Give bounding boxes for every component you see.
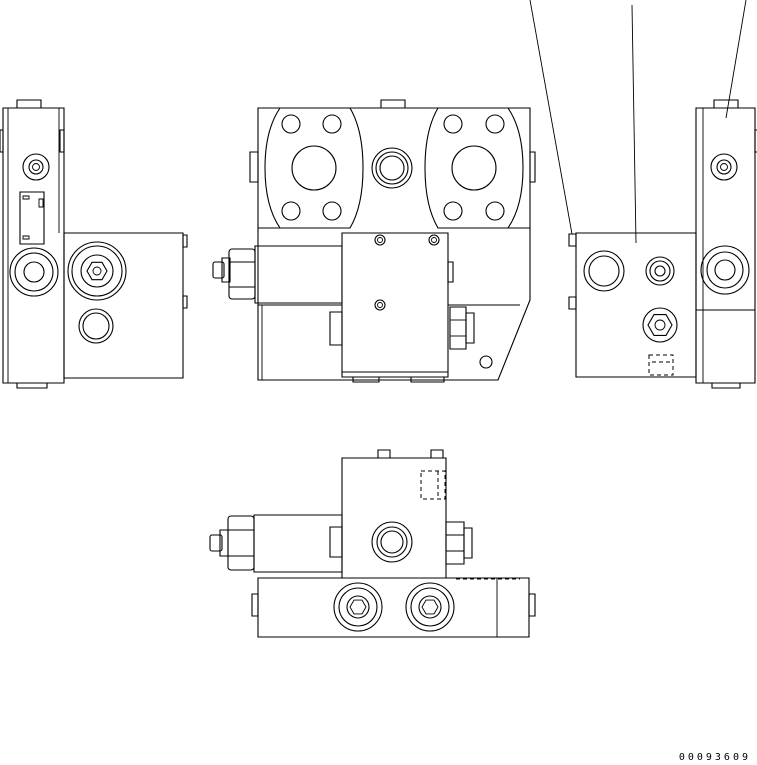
right-large-port (584, 251, 624, 291)
drawing-number: 00093609 (678, 752, 751, 763)
left-name-plate (20, 192, 44, 244)
right-side-block (576, 233, 696, 377)
left-tall-block (3, 108, 64, 383)
bottom-right-port (406, 583, 454, 631)
bottom-center-plug (372, 522, 412, 562)
leader-lines (530, 0, 746, 243)
right-small-fitting (646, 257, 674, 285)
left-lower-port (10, 248, 58, 296)
left-side-view (0, 100, 187, 388)
front-right-plug (450, 307, 474, 349)
leader-line-3 (726, 0, 746, 118)
left-hex-fitting (68, 242, 126, 300)
front-center-plug (372, 148, 412, 188)
right-lower-port (701, 246, 749, 294)
leader-line-2 (632, 5, 636, 243)
right-flange (425, 108, 523, 228)
bottom-solenoid-cartridge (210, 515, 342, 572)
front-view (213, 100, 535, 382)
left-upper-port (23, 154, 49, 180)
front-solenoid-cartridge (213, 246, 342, 303)
left-flange (265, 108, 363, 228)
front-valve-plate (342, 233, 448, 377)
bottom-upper-block (342, 458, 446, 578)
right-side-view (569, 100, 757, 388)
bottom-left-port (334, 583, 382, 631)
right-hex-fitting (643, 308, 677, 342)
bottom-view (210, 450, 535, 637)
leader-line-1 (530, 0, 572, 234)
right-upper-port (711, 154, 737, 180)
left-plug (79, 309, 113, 343)
left-side-block (64, 233, 183, 378)
bottom-lower-block (258, 578, 529, 637)
right-hidden-port (649, 355, 673, 375)
bottom-hidden-port (421, 471, 445, 499)
